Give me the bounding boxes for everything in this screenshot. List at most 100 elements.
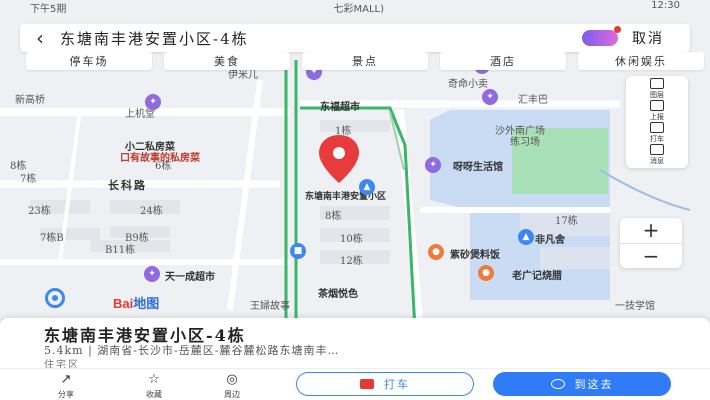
assistant-badge-icon[interactable]: [582, 26, 621, 46]
taxi-icon: [360, 379, 374, 389]
mail-icon: [650, 144, 664, 155]
sheet-divider: [0, 368, 710, 369]
map-tools-panel: 图层 上报 打车 消息: [626, 76, 688, 168]
map-poi-icon[interactable]: ■: [290, 243, 306, 259]
tool-layers-label: 图层: [650, 91, 664, 99]
taxi-button[interactable]: 打车: [296, 372, 474, 396]
map-label-tianfeng: 天一成超市: [165, 272, 215, 283]
map-poi-icon[interactable]: ●: [478, 265, 494, 281]
car-icon: [650, 122, 664, 133]
map-label-b7: 7栋: [20, 174, 37, 185]
tool-taxi-label: 打车: [650, 135, 664, 143]
logo-text-a: Bai: [113, 296, 134, 311]
map-label-yilou: 伊米儿: [228, 70, 258, 81]
route-icon: [550, 379, 565, 389]
map-label-xiaoerfang: 小二私房菜: [125, 142, 175, 153]
map-label-shawai: 沙外南广场: [495, 126, 545, 137]
map-label-b23: 23栋: [28, 206, 51, 217]
tool-layers[interactable]: 图层: [650, 78, 664, 100]
place-distance: 5.4km: [44, 344, 84, 357]
map-label-dongfu: 东福超市: [320, 102, 360, 113]
place-meta: 5.4km | 湖南省-长沙市-岳麓区-麓谷麓松路东塘南丰…: [44, 342, 339, 358]
map-label-b24: 24栋: [140, 206, 163, 217]
share-button[interactable]: ↗ 分享: [46, 373, 86, 400]
map-poi-icon[interactable]: ✦: [482, 89, 498, 105]
share-icon: ↗: [60, 372, 72, 387]
baidu-map-logo: Bai地图: [113, 293, 159, 312]
report-icon: [650, 100, 664, 111]
map-label-b1: 1栋: [335, 126, 352, 137]
map-label-xingaoqiao: 新高桥: [15, 95, 45, 106]
cancel-button[interactable]: 取消: [632, 31, 664, 47]
place-address: 湖南省-长沙市-岳麓区-麓谷麓松路东塘南丰…: [97, 344, 340, 357]
map-label-laoguang: 老广记烧腊: [512, 271, 562, 282]
map-label-zhuzhuang: 王婦故事: [250, 301, 290, 312]
favorite-button[interactable]: ☆ 收藏: [134, 373, 174, 400]
status-bar: 下午5期 七彩MALL) 12:30: [0, 0, 710, 16]
nearby-button[interactable]: ◎ 周边: [212, 373, 252, 400]
zoom-control: + −: [620, 218, 682, 268]
map-label-changke: 长科路: [108, 179, 147, 192]
status-center: 七彩MALL): [333, 4, 385, 15]
locate-me-button[interactable]: [40, 287, 70, 309]
category-food[interactable]: 美食: [164, 52, 290, 70]
favorite-label: 收藏: [146, 390, 162, 399]
map-poi-icon[interactable]: ●: [428, 244, 444, 260]
map-label-qiming: 奇命小卖: [448, 79, 488, 90]
category-sights[interactable]: 景点: [302, 52, 428, 70]
map-label-liantong: 练习场: [510, 137, 540, 148]
place-detail-sheet[interactable]: 东塘南丰港安置小区-4栋 5.4km | 湖南省-长沙市-岳麓区-麓谷麓松路东塘…: [0, 318, 710, 400]
go-here-button[interactable]: 到这去: [493, 372, 671, 396]
tool-messages[interactable]: 消息: [650, 144, 664, 166]
category-hotel[interactable]: 酒店: [440, 52, 566, 70]
status-time: 12:30: [651, 0, 680, 11]
map-label-huifeng: 汇丰巴: [518, 95, 548, 106]
location-pin-icon[interactable]: [317, 133, 361, 185]
tool-report[interactable]: 上报: [650, 100, 664, 122]
category-leisure[interactable]: 休闲娱乐: [578, 52, 704, 70]
layers-icon: [650, 78, 664, 89]
map-label-b12: 12栋: [340, 256, 363, 267]
taxi-button-label: 打车: [384, 378, 410, 391]
place-type: 住宅区: [44, 360, 80, 371]
map-label-b11: B11栋: [105, 245, 136, 256]
zoom-out-button[interactable]: −: [642, 243, 660, 268]
category-parking[interactable]: 停车场: [26, 52, 152, 70]
map-label-jishuyi: 一技学馆: [615, 301, 655, 312]
map-label-shangji: 上机堂: [125, 109, 155, 120]
map-label-b10: 10栋: [340, 234, 363, 245]
map-label-youguyi: 口有故事的私房菜: [120, 153, 200, 164]
search-query[interactable]: 东塘南丰港安置小区-4栋: [60, 29, 249, 48]
place-title: 东塘南丰港安置小区-4栋: [44, 326, 246, 345]
locate-icon: [45, 288, 65, 308]
map-label-b7b: 7栋B: [40, 233, 64, 244]
map-label-dongtang-poi: 东塘南丰港安置小区: [305, 192, 387, 202]
logo-text-b: 地图: [133, 296, 160, 311]
tool-taxi[interactable]: 打车: [650, 122, 664, 144]
search-bar[interactable]: ‹ 东塘南丰港安置小区-4栋 取消: [20, 24, 690, 52]
nearby-label: 周边: [224, 390, 240, 399]
tool-messages-label: 消息: [650, 157, 664, 165]
zoom-in-button[interactable]: +: [620, 218, 682, 244]
map-poi-icon[interactable]: ✦: [145, 94, 161, 110]
map-poi-icon[interactable]: ✦: [144, 266, 160, 282]
map-label-b17: 17栋: [555, 216, 578, 227]
map-label-b8: 8栋: [10, 161, 27, 172]
map-poi-icon[interactable]: ✦: [425, 157, 441, 173]
nearby-icon: ◎: [226, 372, 238, 387]
map-poi-icon[interactable]: ▲: [359, 179, 375, 195]
map-poi-icon[interactable]: ▲: [518, 229, 534, 245]
back-arrow-icon[interactable]: ‹: [36, 26, 44, 50]
map-label-yayasheng: 呀呀生活馆: [453, 162, 503, 173]
go-here-label: 到这去: [574, 378, 614, 391]
map-label-b6: 6栋: [155, 161, 172, 172]
map-label-zisha: 紫砂煲料饭: [450, 250, 500, 261]
meta-divider: |: [88, 344, 98, 357]
share-label: 分享: [58, 390, 74, 399]
star-icon: ☆: [148, 372, 160, 387]
map-label-chafeng: 茶烟悦色: [318, 289, 358, 300]
map-label-b8r: 8栋: [325, 211, 342, 222]
status-left: 下午5期: [30, 4, 67, 15]
map-label-feifan: 非凡舍: [535, 235, 565, 246]
